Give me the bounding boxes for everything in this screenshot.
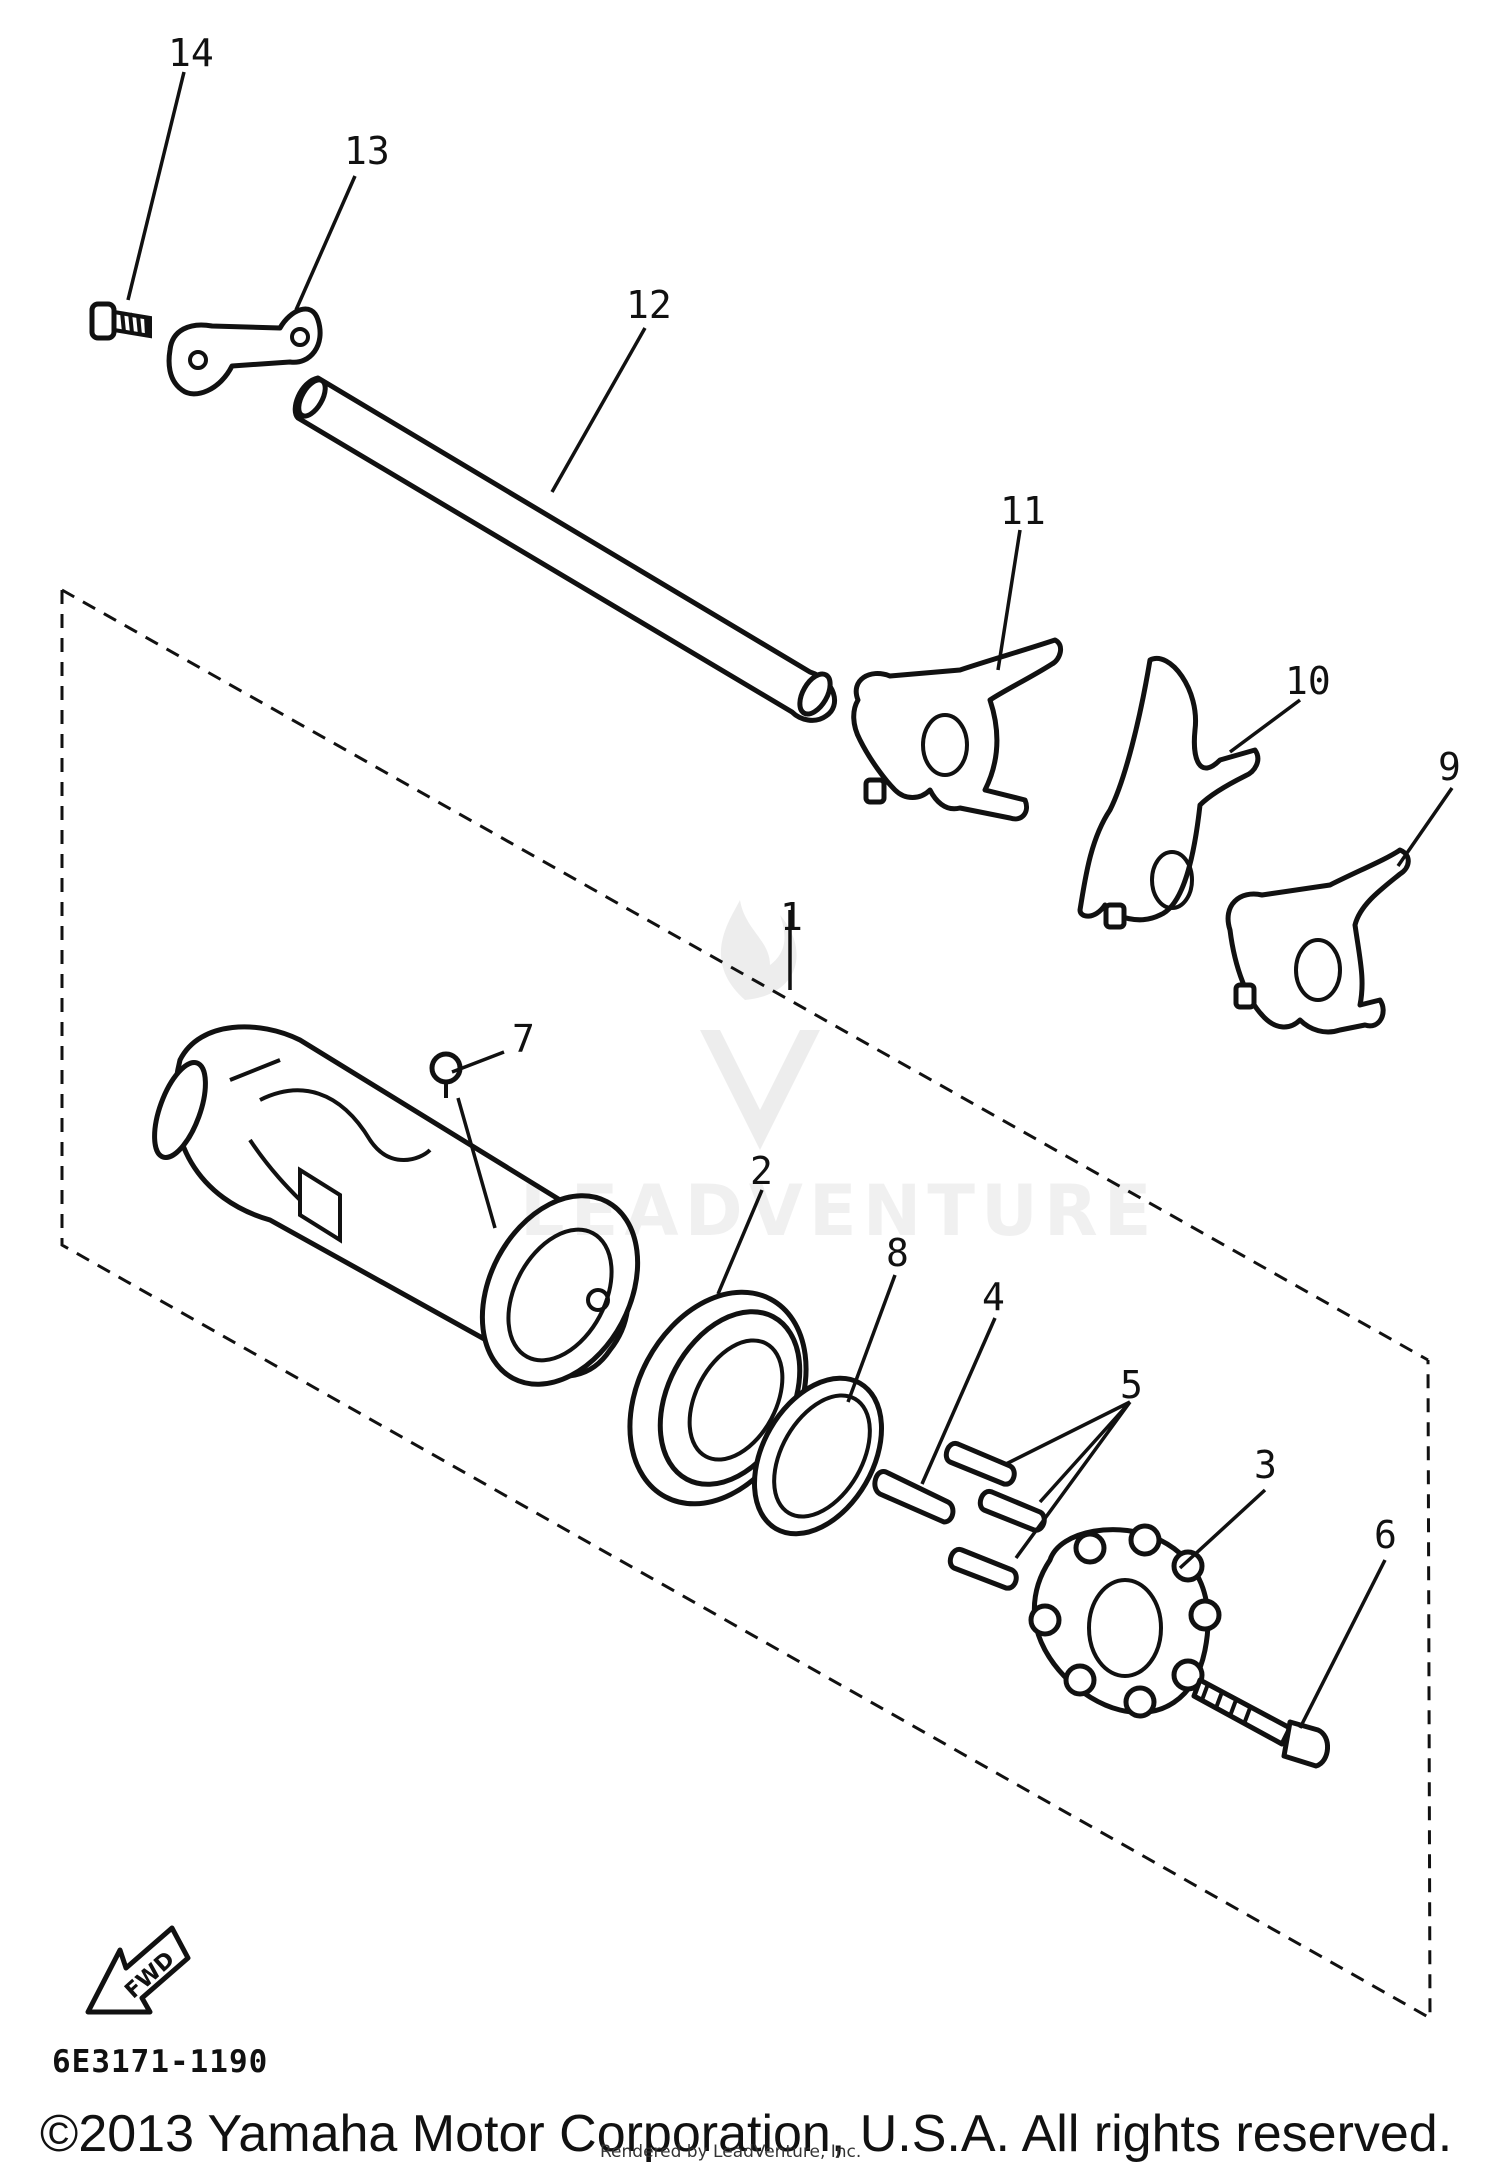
callout-2: 2 [750,1149,773,1193]
part-1-shift-drum [152,1024,641,1387]
part-3-segment [1028,1523,1222,1719]
part-14-screw [89,301,152,341]
leader-lines [126,71,1454,1729]
part-13-plate [166,306,323,397]
callout-3: 3 [1254,1443,1277,1487]
copyright-notice: ©2013 Yamaha Motor Corporation, U.S.A. A… [40,2105,1453,2163]
forward-arrow-icon: FWD [85,1925,191,2015]
callout-10: 10 [1285,659,1331,703]
part-4-pin [872,1469,956,1525]
callout-6: 6 [1374,1513,1397,1557]
callout-12: 12 [626,283,672,327]
render-credit: Rendered by LeadVenture, Inc. [600,2142,862,2162]
part-8-seal [751,1375,885,1537]
part-6-bolt [1191,1677,1330,1769]
callout-1: 1 [780,895,803,939]
callout-11: 11 [1000,489,1046,533]
part-12-shift-shaft [292,375,838,723]
callout-13: 13 [344,129,390,173]
diagram-code: 6E3171-1190 [52,2044,269,2080]
callout-9: 9 [1438,745,1461,789]
callout-14: 14 [168,31,214,75]
part-9-shift-fork [1225,847,1411,1035]
part-7-pin [429,1051,463,1098]
callout-8: 8 [886,1231,909,1275]
callout-4: 4 [982,1275,1005,1319]
assembly-dashed-top [61,588,1429,1362]
callout-5: 5 [1120,1363,1143,1407]
assembly-dashed-outline [60,590,1432,2021]
part-10-shift-fork [1077,655,1261,930]
watermark-logo [700,900,820,1150]
watermark-text: LEADVENTURE [520,1170,1158,1252]
callout-7: 7 [512,1017,535,1061]
part-5-pins [943,1440,1047,1591]
part-11-shift-fork [851,637,1064,822]
